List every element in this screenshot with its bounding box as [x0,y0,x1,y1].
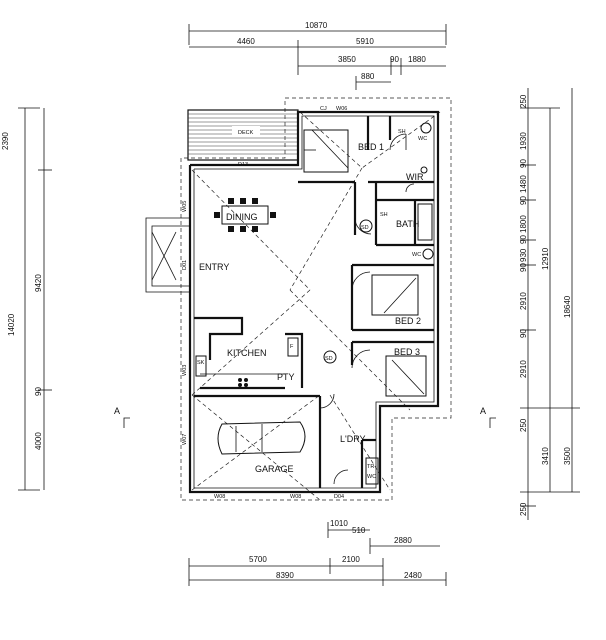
room-label-entry: ENTRY [199,262,229,272]
dim-top-3850: 3850 [338,55,356,64]
dim-top-overall: 10870 [305,21,328,30]
dim-right-1480: 1480 [519,175,528,193]
dim-right-930: 930 [519,248,528,262]
top-dimensions: 10870 4460 5910 3850 90 1880 880 [188,21,447,90]
section-markers: A A [114,406,496,428]
interior-walls [194,116,434,488]
dim-right-250-bottom: 250 [519,502,528,516]
door-tag: D13 [238,162,248,168]
window-tag: W03 [182,365,188,376]
window-tag: W06 [336,106,347,112]
dim-left-overall: 14020 [7,313,16,336]
dim-top-right: 5910 [356,37,374,46]
dim-top-880: 880 [361,72,375,81]
dim-bottom-2100: 2100 [342,555,360,564]
roof-outline [180,97,452,501]
smoke-detector-label: SD [325,356,333,362]
room-label-wir: WIR [406,172,424,182]
door-tag: D01 [182,260,188,270]
bottom-dimensions: 1010 510 2880 5700 2100 8390 2480 [188,519,447,586]
furniture [195,122,434,485]
trough-tag: TR [367,464,374,470]
room-label-laundry: L'DRY [340,434,366,444]
left-dimensions: 14020 2390 9420 90 4000 [1,107,52,491]
room-label-bath: BATH [396,219,419,229]
window-tag: W05 [182,201,188,212]
right-dimensions: 250 1930 90 1480 90 1800 90 930 90 2910 … [519,88,580,520]
dim-top-1880: 1880 [408,55,426,64]
deck-label: DECK [238,130,254,136]
fridge-tag: F [290,344,294,350]
sink-tag: SK [197,360,205,366]
shower-tag: SH [398,129,406,135]
wc-tag: WC [367,474,376,480]
dim-top-90: 90 [390,55,399,64]
room-label-bed3: BED 3 [394,347,420,357]
room-label-pantry: PTY [277,372,295,382]
room-label-garage: GARAGE [255,464,294,474]
room-label-bed1: BED 1 [358,142,384,152]
dim-right-250-mid: 250 [519,418,528,432]
dim-right-90d: 90 [519,263,528,272]
dim-bottom-8390: 8390 [276,571,294,580]
dim-right-3410: 3410 [541,447,550,465]
smoke-detector-label: SD [361,225,369,231]
dim-right-1930: 1930 [519,132,528,150]
dim-bottom-1010: 1010 [330,519,348,528]
dim-right-250-top: 250 [519,94,528,108]
dim-bottom-2480: 2480 [404,571,422,580]
dim-bottom-5700: 5700 [249,555,267,564]
wc-tag: WC [418,136,427,142]
section-marker-right: A [480,406,486,416]
dim-bottom-510: 510 [352,526,366,535]
dim-right-2910b: 2910 [519,360,528,378]
door-swings [319,133,415,485]
dim-left-90: 90 [34,387,43,396]
dim-right-90e: 90 [519,329,528,338]
dim-right-90c: 90 [519,235,528,244]
room-label-bed2: BED 2 [395,316,421,326]
shower-tag: SH [380,212,388,218]
dim-left-9420: 9420 [34,274,43,292]
dim-left-4000: 4000 [34,432,43,450]
opening-tags: W06 CJ D13 W05 D01 W03 W07 W08 W08 D04 S… [182,106,427,500]
section-marker-left: A [114,406,120,416]
smoke-detectors: SD SD [323,219,373,364]
dim-right-3500: 3500 [563,447,572,465]
dim-left-2390: 2390 [1,132,10,150]
dim-right-18640: 18640 [563,295,572,318]
room-label-kitchen: KITCHEN [227,348,267,358]
entry-porch [145,217,190,293]
control-joint-tag: CJ [320,106,327,112]
window-tag: W08 [214,494,225,500]
dim-right-90a: 90 [519,159,528,168]
wc-tag: WC [412,252,421,258]
dim-right-2910a: 2910 [519,292,528,310]
deck: DECK [187,109,299,161]
dim-bottom-2880: 2880 [394,536,412,545]
dim-top-left: 4460 [237,37,255,46]
dim-right-12910: 12910 [541,247,550,270]
dim-right-90b: 90 [519,196,528,205]
window-tag: W07 [182,434,188,445]
room-label-dining: DINING [226,212,258,222]
dim-right-1800: 1800 [519,215,528,233]
exterior-walls [188,110,440,494]
door-tag: D04 [334,494,344,500]
room-labels: BED 1 BED 2 BED 3 DINING ENTRY KITCHEN P… [199,142,424,474]
window-tag: W08 [290,494,301,500]
